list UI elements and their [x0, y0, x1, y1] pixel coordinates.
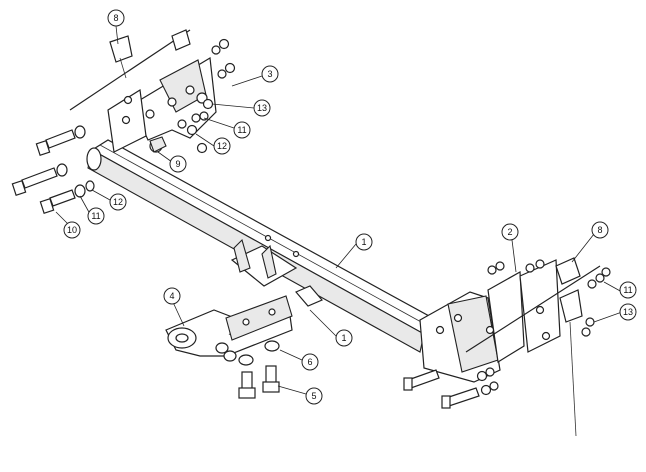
callout-13-left: 13: [253, 99, 271, 117]
callout-8-right: 8: [591, 221, 609, 239]
callout-8-left: 8: [107, 9, 125, 27]
left-safety-chain-bracket: [69, 29, 191, 111]
callout-12-left-upper: 12: [213, 137, 231, 155]
callout-11-right: 11: [619, 281, 637, 299]
svg-text:2: 2: [507, 227, 512, 237]
callout-2: 2: [501, 223, 519, 241]
callout-1-plate: 1: [335, 329, 353, 347]
callout-11-left-lower: 11: [87, 207, 105, 225]
callout-5: 5: [305, 387, 323, 405]
svg-text:11: 11: [623, 285, 632, 295]
right-hardware: [403, 259, 611, 409]
drawbar-bolts: [238, 365, 280, 399]
svg-text:12: 12: [113, 197, 123, 207]
drawbar-mount: [165, 295, 293, 366]
left-hardware: [11, 38, 236, 215]
svg-text:8: 8: [113, 13, 118, 23]
callout-11-left-upper: 11: [233, 121, 251, 139]
callout-3: 3: [261, 65, 279, 83]
svg-text:1: 1: [361, 237, 366, 247]
svg-text:11: 11: [237, 125, 246, 135]
callout-13-right: 13: [619, 303, 637, 321]
right-safety-chain-bracket: [465, 257, 601, 437]
svg-text:4: 4: [169, 291, 174, 301]
callout-10: 10: [63, 221, 81, 239]
svg-text:9: 9: [175, 159, 180, 169]
callout-4: 4: [163, 287, 181, 305]
right-side-bracket: [419, 259, 561, 383]
callout-12-left-lower: 12: [109, 193, 127, 211]
svg-text:12: 12: [217, 141, 227, 151]
callout-1-tube: 1: [355, 233, 373, 251]
callout-6: 6: [301, 353, 319, 371]
svg-text:3: 3: [267, 69, 272, 79]
leader-lines: [55, 25, 623, 395]
svg-text:1: 1: [341, 333, 346, 343]
svg-text:10: 10: [67, 225, 77, 235]
center-bracket: [230, 234, 323, 307]
svg-text:13: 13: [623, 307, 633, 317]
svg-text:13: 13: [257, 103, 267, 113]
svg-text:8: 8: [597, 225, 602, 235]
callout-9: 9: [169, 155, 187, 173]
spacer-tube: [149, 136, 167, 153]
svg-text:6: 6: [307, 357, 312, 367]
svg-text:11: 11: [91, 211, 100, 221]
svg-text:5: 5: [311, 391, 316, 401]
